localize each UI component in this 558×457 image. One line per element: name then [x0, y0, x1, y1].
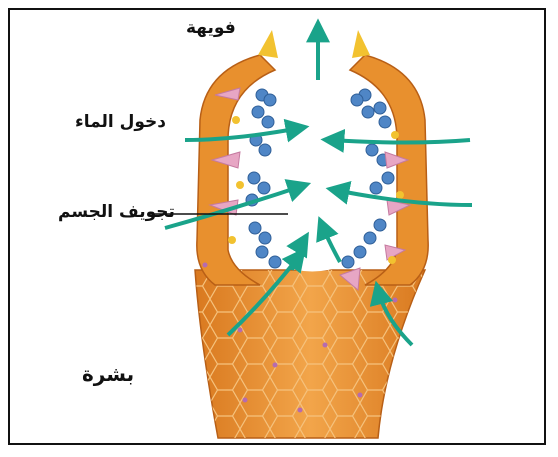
- osculum-label: فويهة: [186, 18, 236, 38]
- water-entry-label: دخول الماء: [75, 112, 166, 132]
- osculum-rim-right: [352, 30, 370, 58]
- epidermis-label: بشرة: [82, 362, 134, 386]
- epidermis-cells: [195, 270, 425, 438]
- osculum-rim-left: [258, 30, 278, 58]
- body-cavity-label: تجويف الجسم: [58, 202, 175, 222]
